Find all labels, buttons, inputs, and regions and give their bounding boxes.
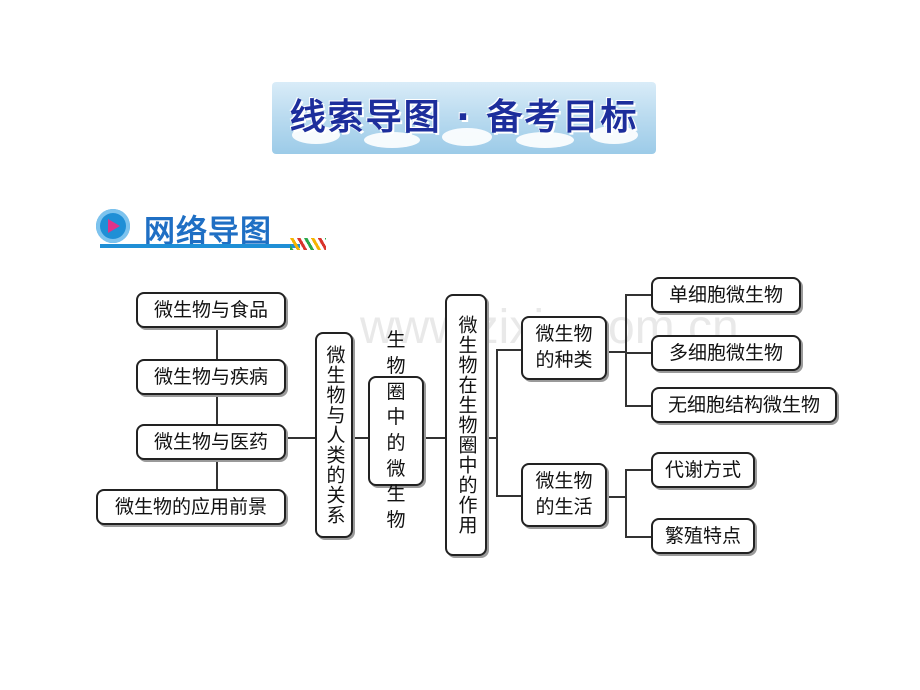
node-medicine: 微生物与医药: [136, 424, 286, 460]
connector-line: [625, 294, 627, 406]
connector-line: [496, 495, 522, 497]
banner-title: 线索导图 · 备考目标: [289, 97, 639, 138]
connector-line: [625, 405, 653, 407]
node-food: 微生物与食品: [136, 292, 286, 328]
connector-line: [606, 351, 626, 353]
connector-line: [625, 469, 653, 471]
node-metabolism: 代谢方式: [651, 452, 755, 488]
node-unicellular: 单细胞微生物: [651, 277, 801, 313]
node-multicellular: 多细胞微生物: [651, 335, 801, 371]
section-underline: [100, 244, 300, 248]
connector-line: [496, 349, 522, 351]
cloud-decoration: [442, 128, 492, 146]
connector-line: [625, 536, 653, 538]
connector-line: [216, 326, 218, 490]
connector-line: [496, 349, 498, 496]
node-applications: 微生物的应用前景: [96, 489, 286, 525]
connector-line: [625, 469, 627, 537]
cloud-decoration: [590, 126, 638, 144]
arrow-circle-icon: [96, 209, 130, 243]
node-relationship: 微生物与人类的关系: [315, 332, 353, 538]
connector-line: [485, 437, 497, 439]
connector-line: [351, 437, 369, 439]
node-acellular: 无细胞结构微生物: [651, 387, 837, 423]
connector-line: [422, 437, 446, 439]
node-role: 微生物在生物圈中的作用: [445, 294, 487, 556]
node-disease: 微生物与疾病: [136, 359, 286, 395]
node-types: 微生物的种类: [521, 316, 607, 380]
title-banner: 线索导图 · 备考目标: [272, 82, 656, 154]
node-reproduction: 繁殖特点: [651, 518, 755, 554]
node-center: 生物圈中的微生物: [368, 329, 424, 531]
section-stripes-decoration: [290, 238, 326, 250]
connector-line: [606, 496, 626, 498]
cloud-decoration: [292, 126, 340, 144]
connector-line: [625, 352, 653, 354]
node-life: 微生物的生活: [521, 463, 607, 527]
cloud-decoration: [364, 132, 420, 148]
connector-line: [625, 294, 653, 296]
connector-line: [287, 437, 317, 439]
cloud-decoration: [516, 132, 574, 148]
